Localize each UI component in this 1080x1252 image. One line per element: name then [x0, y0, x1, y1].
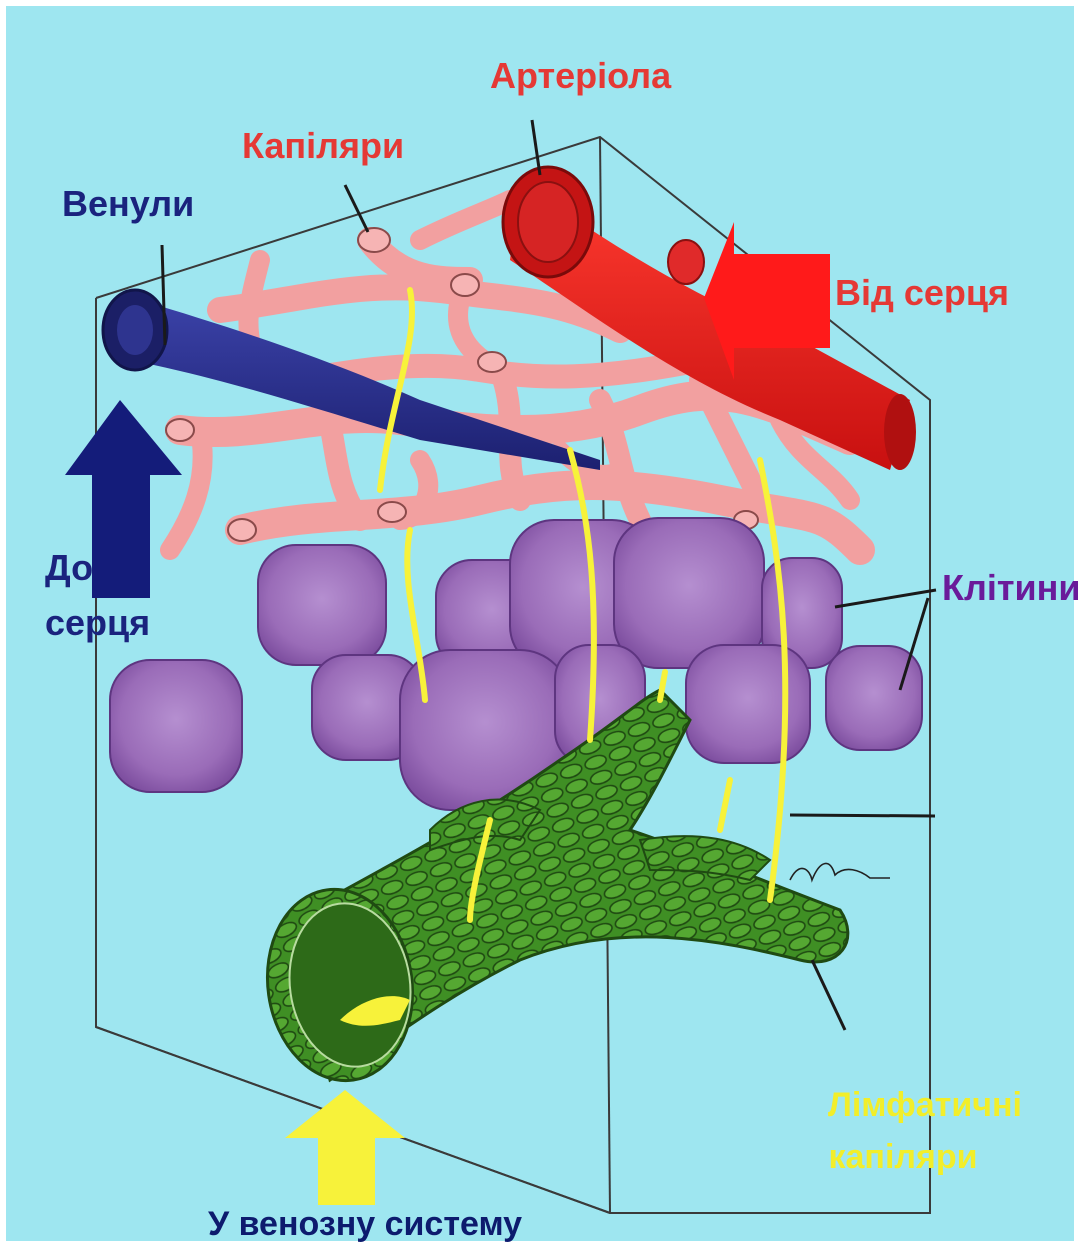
from-heart-label: Від серця [835, 275, 1009, 311]
cells-label: Клітини [942, 570, 1080, 606]
lymphatic-capillaries-label-line2: капіляри [828, 1140, 978, 1174]
cell [258, 545, 386, 665]
to-heart-label-line2: серця [45, 605, 150, 641]
cell [110, 660, 242, 792]
arteriole-label: Артеріола [490, 58, 671, 94]
to-heart-label-line1: До [45, 550, 93, 586]
capillaries-label: Капіляри [242, 128, 404, 164]
venules-label: Венули [62, 186, 194, 222]
lymphatic-capillaries-label-line1: Лімфатичні [828, 1088, 1018, 1122]
to-venous-system-label: У венозну систему [208, 1207, 522, 1241]
cell [686, 645, 810, 763]
